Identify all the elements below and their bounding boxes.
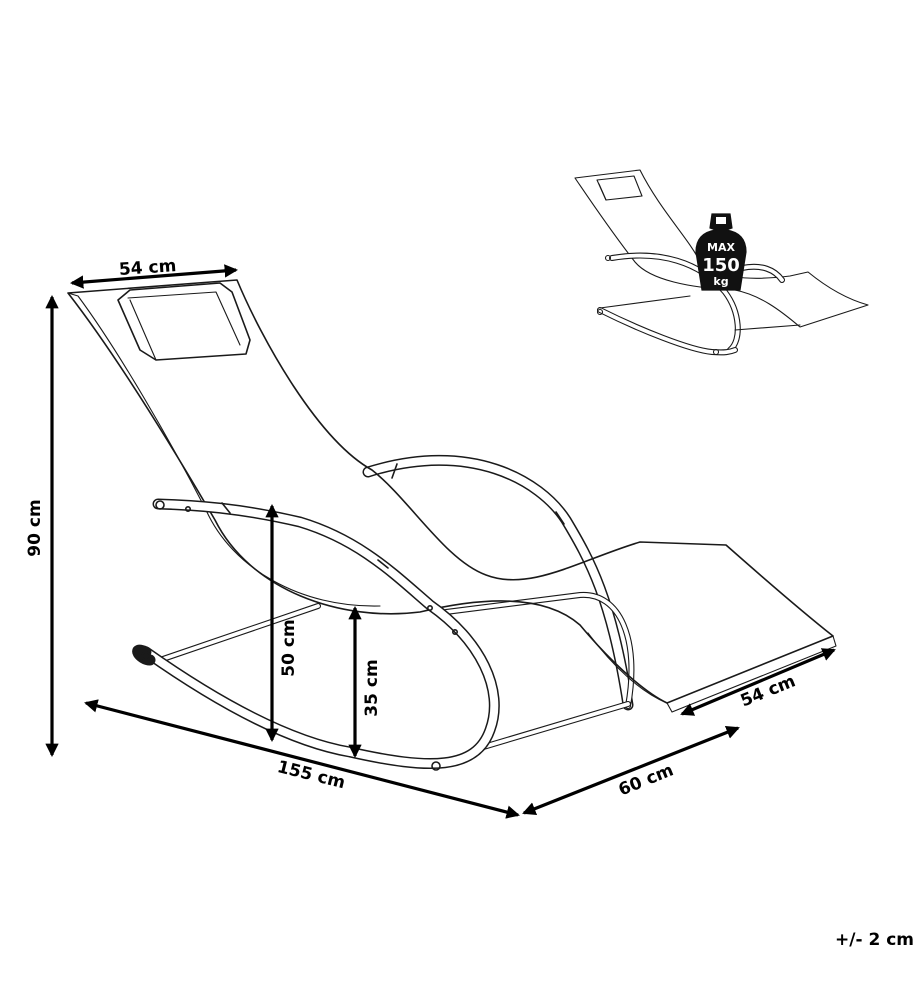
tolerance-label: +/- 2 cm xyxy=(835,930,914,950)
load-badge-max: MAX xyxy=(707,241,735,254)
dim-arrow-top-width xyxy=(69,264,239,289)
dim-arrow-length xyxy=(84,699,520,819)
label-seat-low: 35 cm xyxy=(362,659,382,716)
label-depth: 60 cm xyxy=(616,760,677,800)
lounger-illustration xyxy=(67,279,837,771)
label-seat-high: 50 cm xyxy=(279,619,299,676)
load-badge-unit: kg xyxy=(713,275,728,288)
label-height: 90 cm xyxy=(25,499,45,556)
load-badge-value: 150 xyxy=(702,255,740,276)
label-top-width: 54 cm xyxy=(118,256,177,280)
dim-arrow-depth xyxy=(522,725,740,816)
dim-arrow-seat-width xyxy=(680,648,836,716)
dimension-arrows xyxy=(45,264,836,819)
weight-icon: MAX 150 kg xyxy=(695,213,747,291)
